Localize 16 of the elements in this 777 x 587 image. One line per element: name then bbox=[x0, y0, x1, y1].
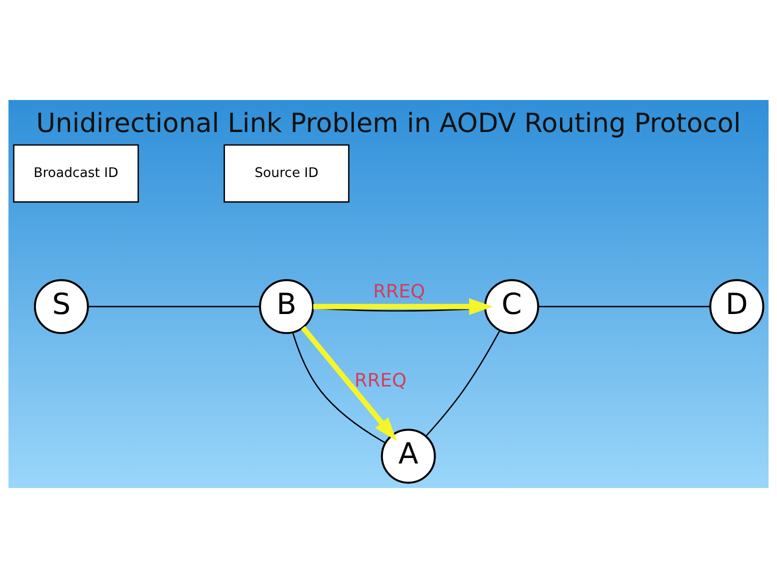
edge-label: RREQ bbox=[373, 281, 426, 302]
node-box: Source ID bbox=[224, 144, 350, 202]
connector bbox=[425, 330, 500, 436]
connector bbox=[292, 332, 386, 443]
diagram-title: Unidirectional Link Problem in AODV Routing Protocol bbox=[36, 107, 741, 138]
node-circle: C bbox=[484, 278, 540, 334]
node-circle: D bbox=[709, 278, 764, 334]
connector bbox=[88, 305, 260, 307]
node-box: Broadcast ID bbox=[13, 144, 139, 202]
node-circle: B bbox=[259, 278, 314, 334]
node-circle: S bbox=[34, 278, 89, 334]
connector bbox=[538, 305, 710, 307]
arrow bbox=[300, 326, 397, 441]
node-circle: A bbox=[380, 428, 436, 484]
edge-label: RREQ bbox=[354, 370, 407, 391]
arrow bbox=[313, 298, 493, 314]
